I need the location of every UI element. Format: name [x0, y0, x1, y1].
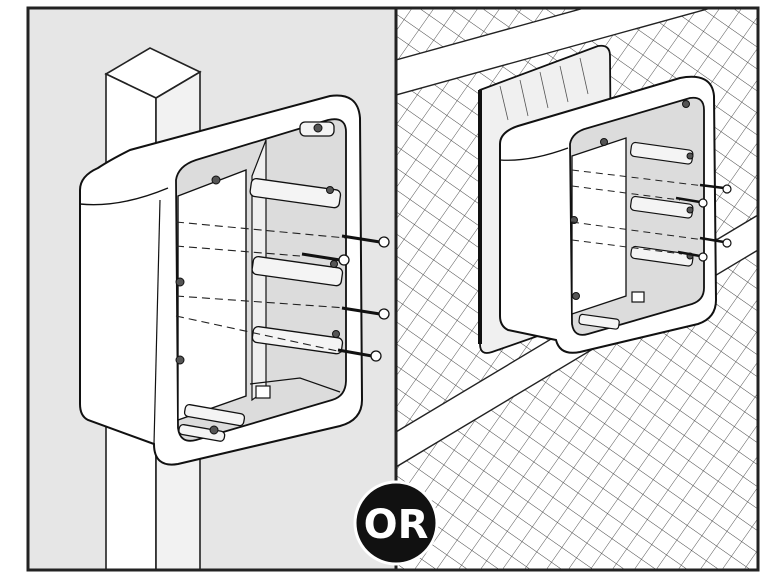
screw	[341, 234, 390, 248]
wall-band-top	[396, 8, 714, 96]
screw	[341, 306, 390, 320]
or-badge-label: OR	[364, 502, 429, 548]
screw	[699, 183, 732, 194]
screw	[337, 348, 382, 362]
screws-right	[675, 183, 732, 262]
mounting-bosses	[578, 141, 694, 330]
alignment-lines-right	[571, 169, 705, 255]
screw	[699, 236, 732, 248]
screw	[677, 250, 708, 262]
screws-left	[301, 234, 390, 362]
alignment-lines-left	[175, 221, 347, 353]
outer-frame	[26, 6, 760, 572]
right-panel	[396, 8, 758, 570]
junction-box-left	[79, 94, 364, 466]
screw	[675, 196, 708, 208]
left-panel	[28, 8, 396, 570]
junction-box-right	[499, 75, 718, 354]
screw	[301, 252, 350, 266]
mounting-bosses	[178, 121, 344, 442]
or-badge: OR	[353, 480, 439, 566]
or-badge-circle	[353, 480, 439, 566]
screw-holes	[175, 123, 340, 435]
